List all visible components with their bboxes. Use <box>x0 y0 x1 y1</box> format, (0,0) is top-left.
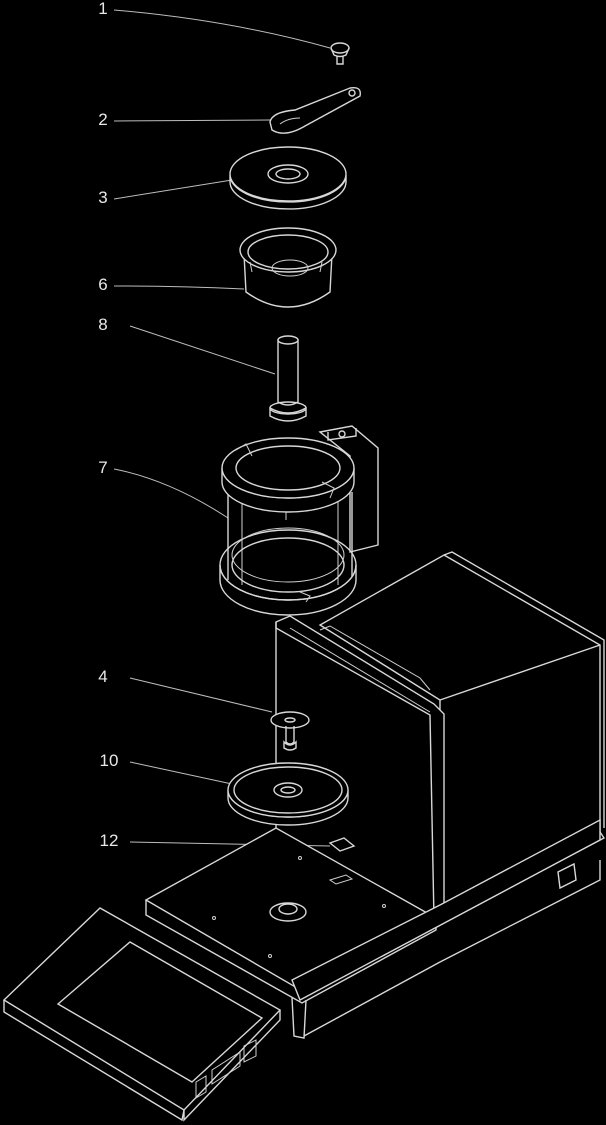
part-pin-cap <box>330 42 350 65</box>
part-cup <box>239 227 337 308</box>
callout-7: 7 <box>98 458 108 477</box>
part-draft-shield <box>219 425 379 616</box>
callout-3: 3 <box>98 188 108 207</box>
leader-10 <box>129 761 233 785</box>
leader-6 <box>113 285 245 290</box>
callout-12: 12 <box>99 831 119 850</box>
callout-1: 1 <box>98 0 108 18</box>
callout-10: 10 <box>99 751 119 770</box>
part-top-cover <box>229 146 347 210</box>
part-pan-disc <box>227 762 349 826</box>
balance-body <box>2 551 606 1122</box>
callout-4: 4 <box>98 667 108 686</box>
callout-6: 6 <box>98 275 108 294</box>
part-small-pan <box>270 711 310 751</box>
leader-4 <box>129 677 273 713</box>
leader-1 <box>113 9 331 49</box>
leader-8 <box>129 325 276 375</box>
leader-7 <box>113 468 229 519</box>
part-shaft <box>269 335 307 422</box>
part-spoon <box>269 86 361 134</box>
callout-2: 2 <box>98 110 108 129</box>
callout-8: 8 <box>98 315 108 334</box>
leader-2 <box>113 119 271 122</box>
leader-3 <box>113 179 233 200</box>
